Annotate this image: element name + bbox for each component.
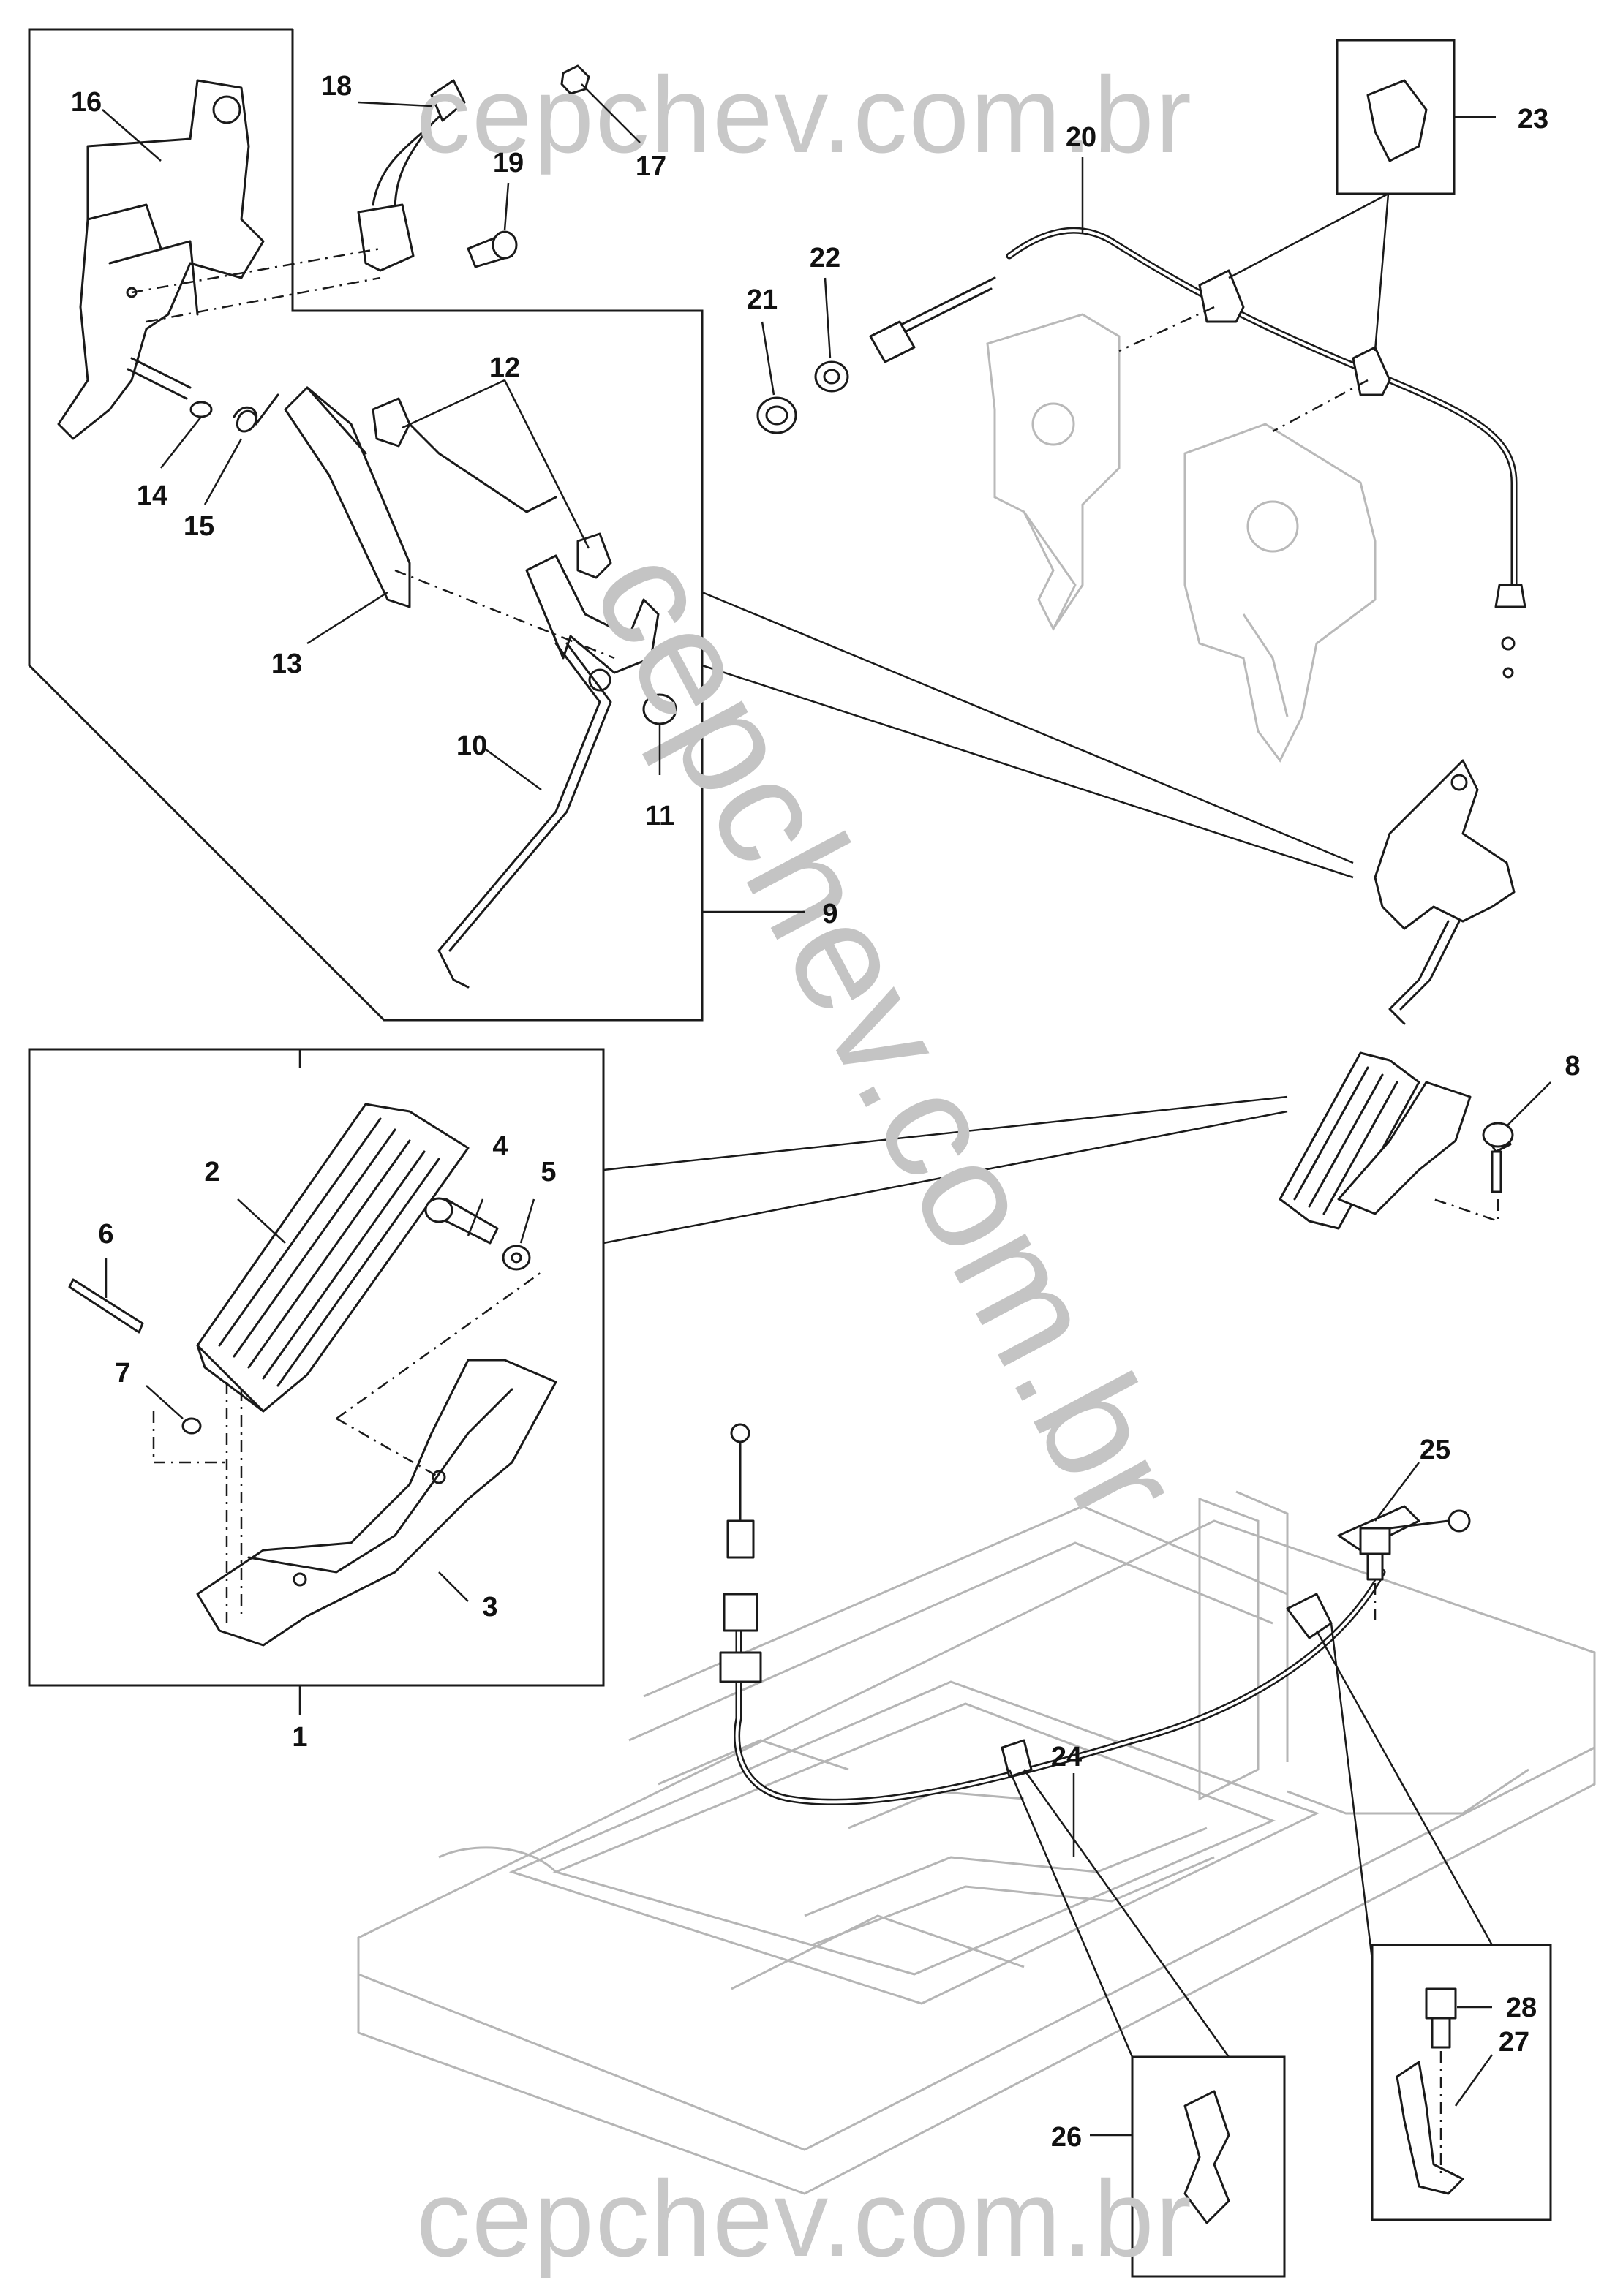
part-26-clip-in-cable (1001, 1739, 1033, 1778)
callout-25: 25 (1420, 1435, 1450, 1465)
pedal-bracket-ghost (986, 313, 1377, 763)
callout-7: 7 (115, 1358, 130, 1389)
part-13-pedal-arm (284, 386, 411, 608)
part-10-pedal-rod (437, 554, 660, 989)
callout-15: 15 (184, 511, 214, 542)
callout-20: 20 (1066, 122, 1096, 153)
group-27-box (1315, 1623, 1552, 2221)
callout-3: 3 (482, 1592, 497, 1623)
callout-18: 18 (321, 71, 352, 102)
callout-6: 6 (98, 1219, 113, 1250)
part-16-pedal-bracket (57, 79, 265, 440)
group-1-outline (28, 1048, 605, 1687)
callout-26: 26 (1051, 2122, 1082, 2153)
callout-leaders (102, 83, 1551, 2137)
part-19-screw (467, 230, 518, 268)
callout-4: 4 (492, 1131, 508, 1162)
group-23-box (1228, 39, 1456, 352)
callout-24: 24 (1051, 1742, 1082, 1772)
part-20-cable (869, 227, 1526, 679)
callout-2: 2 (204, 1157, 219, 1187)
part-4-bolt (424, 1197, 499, 1245)
part-14-pivot-pin (127, 357, 213, 418)
part-24-cable (719, 1423, 1471, 1805)
projection-lines (603, 591, 1354, 1245)
assembled-pedal-bracket-view (1374, 759, 1516, 1025)
part-17-nut (560, 64, 590, 95)
callout-16: 16 (71, 87, 102, 118)
callout-19: 19 (493, 148, 524, 178)
callout-13: 13 (271, 649, 302, 679)
callout-12: 12 (489, 352, 520, 383)
assembly-lines-1 (152, 1271, 542, 1623)
part-21-nut (756, 396, 797, 434)
assembly-lines-20 (1118, 306, 1369, 433)
part-7-washer (181, 1417, 202, 1435)
callout-14: 14 (137, 480, 167, 511)
part-27-bracket (1396, 2061, 1464, 2195)
callout-10: 10 (456, 730, 487, 761)
callout-1: 1 (292, 1722, 307, 1753)
watermark-bottom: cepchev.com.br (416, 2159, 1193, 2279)
part-28-bolt (1425, 1987, 1457, 2049)
part-3-pedal-base (196, 1359, 557, 1647)
group-26-box (1008, 1769, 1286, 2278)
callout-21: 21 (747, 284, 778, 315)
callout-22: 22 (810, 243, 840, 273)
part-2-pedal-pad (196, 1103, 470, 1413)
watermark-diagonal: cepchev.com.br (560, 521, 1216, 1549)
part-15-return-spring (233, 393, 279, 433)
callout-28: 28 (1506, 1993, 1537, 2023)
callout-27: 27 (1499, 2027, 1529, 2058)
part-5-nut (502, 1245, 531, 1271)
assembly-lines-9 (131, 247, 615, 660)
group-9-outline (28, 28, 704, 1022)
assembled-pedal-view (1279, 1051, 1472, 1230)
part-8-bolt (1482, 1122, 1514, 1193)
callout-8: 8 (1565, 1051, 1580, 1081)
callout-17: 17 (636, 151, 666, 182)
assembly-lines-8 (1433, 1198, 1499, 1223)
callout-11: 11 (645, 801, 674, 831)
part-27-bracket-in-cable (1286, 1593, 1333, 1639)
callout-5: 5 (541, 1157, 556, 1187)
part-6-pin (68, 1278, 144, 1334)
part-18-switch-harness (357, 79, 466, 272)
callout-23: 23 (1518, 104, 1548, 135)
part-25-bolt (1359, 1527, 1391, 1581)
part-26-clip (1183, 2090, 1230, 2224)
callout-9: 9 (822, 899, 837, 929)
watermark-top: cepchev.com.br (416, 55, 1193, 175)
part-22-lock-nut (814, 360, 849, 393)
